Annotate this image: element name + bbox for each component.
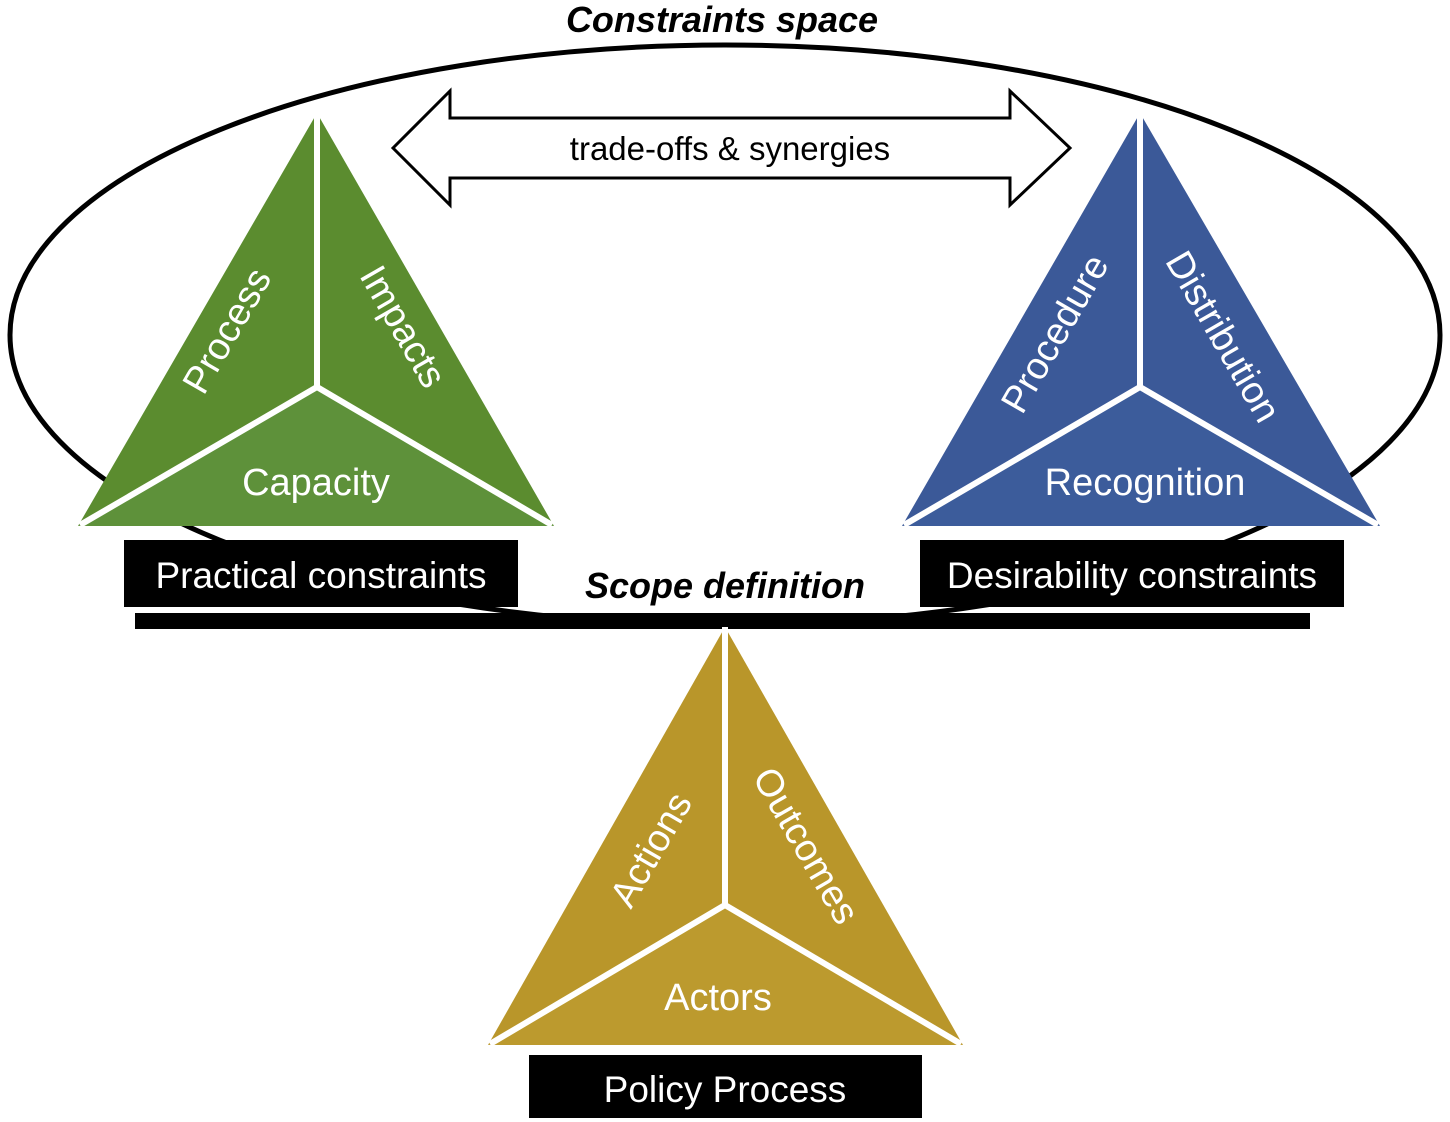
balance-beam [135, 613, 1310, 629]
desirability-right-face [1140, 113, 1380, 526]
scope-definition-label: Scope definition [585, 565, 865, 606]
policy-actors-label: Actors [664, 977, 772, 1019]
practical-capacity-label: Capacity [242, 462, 390, 504]
policy-right-face [725, 627, 963, 1045]
practical-constraints-triangle: Process Impacts Capacity [78, 113, 554, 528]
constraints-space-title: Constraints space [566, 0, 878, 40]
practical-constraints-box [124, 540, 518, 607]
policy-bottom-face [488, 905, 963, 1045]
practical-bottom-face [78, 387, 554, 526]
policy-process-box [529, 1055, 922, 1118]
trade-offs-label: trade-offs & synergies [570, 130, 890, 167]
practical-left-face [78, 113, 317, 526]
desirability-bottom-face [902, 387, 1380, 526]
trade-offs-arrow [390, 87, 1073, 209]
policy-left-face [488, 627, 725, 1045]
policy-process-triangle: Actions Outcomes Actors [488, 627, 963, 1047]
desirability-constraints-label: Desirability constraints [947, 555, 1317, 596]
desirability-recognition-label: Recognition [1045, 462, 1246, 504]
practical-right-face [317, 113, 554, 526]
desirability-left-face [902, 113, 1140, 526]
policy-process-label: Policy Process [604, 1069, 847, 1110]
practical-constraints-label: Practical constraints [155, 555, 486, 596]
desirability-constraints-box [920, 540, 1344, 607]
